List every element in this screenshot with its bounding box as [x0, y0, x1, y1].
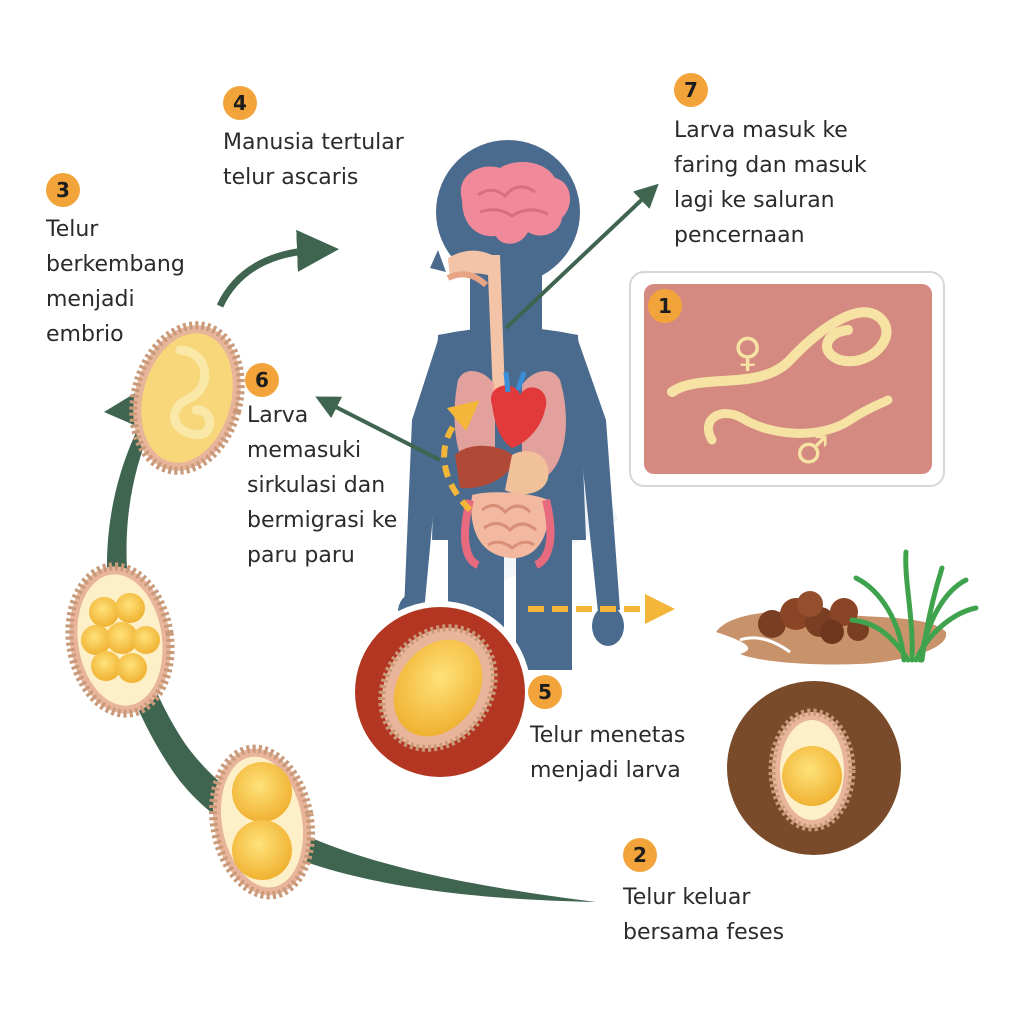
egg-embryo [129, 321, 245, 475]
arrow-to-pharynx [504, 183, 659, 330]
grass-icon [849, 549, 979, 663]
step-6-badge: 6 [245, 363, 279, 397]
step-7-badge: 7 [674, 73, 708, 107]
migration-dashed-arrow [441, 400, 480, 513]
arrow-to-lungs [315, 396, 441, 462]
arrow-to-infection [216, 229, 339, 308]
step-5-badge: 5 [528, 675, 562, 709]
adult-worms-panel [629, 271, 945, 487]
egg-morula [65, 562, 175, 718]
egg-two-cell [209, 744, 315, 900]
human-figure [398, 140, 624, 670]
step-2-badge: 2 [623, 838, 657, 872]
larva-egg-zoom [349, 601, 531, 783]
step-3-badge: 3 [46, 173, 80, 207]
female-symbol-icon: ♀ [733, 330, 763, 376]
step-1-badge: 1 [648, 289, 682, 323]
step-4-badge: 4 [223, 86, 257, 120]
male-symbol-icon: ♂ [795, 428, 830, 472]
soil-egg-zoom [721, 675, 907, 861]
